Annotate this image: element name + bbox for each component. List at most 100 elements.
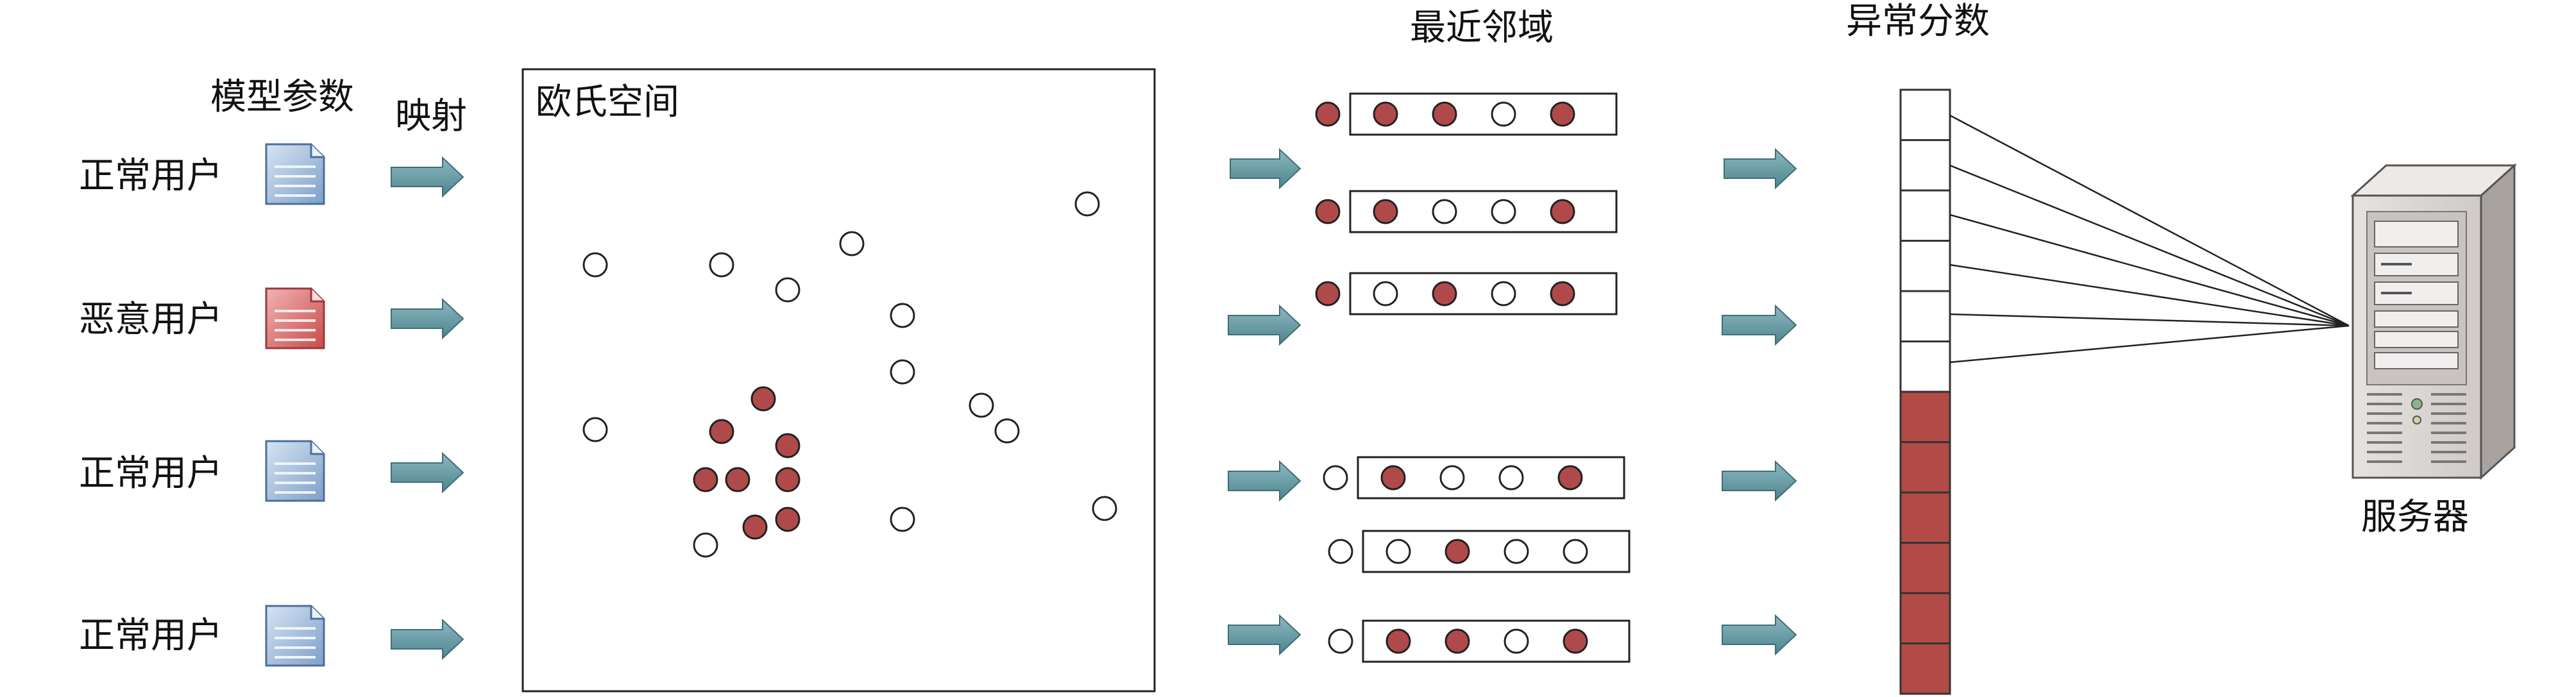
neighbor-point (1432, 281, 1457, 307)
neighbor-point (1504, 628, 1529, 654)
score-arrows (1722, 147, 1797, 656)
user-label: 正常用户 (79, 155, 223, 197)
neighbor-point (1550, 101, 1575, 127)
mapping-arrow (391, 298, 464, 340)
neighbor-point (1550, 199, 1575, 224)
neighbor-point (1563, 539, 1588, 564)
normal-point (890, 303, 915, 328)
user-label: 恶意用户 (79, 299, 223, 340)
neighbor-point (1550, 281, 1575, 307)
connection-line (1949, 313, 2350, 327)
mapping-arrow (391, 618, 464, 660)
server-icon (2350, 163, 2517, 480)
neighbor-point (1432, 199, 1457, 224)
neighbor-arrows (1228, 147, 1301, 656)
neighbor-arrow (1228, 304, 1301, 346)
neighbor-point (1498, 465, 1524, 491)
neighbor-row (1315, 190, 1618, 233)
mapping-label: 映射 (395, 96, 467, 137)
score-cell (1899, 88, 1951, 141)
query-point (1328, 539, 1353, 564)
connection-line (1949, 214, 2350, 327)
score-cell (1899, 139, 1951, 192)
malicious-point (742, 514, 768, 540)
neighbor-point (1380, 465, 1406, 491)
neighbor-point (1491, 101, 1516, 127)
neighbor-point (1385, 628, 1411, 654)
anomaly-score-label: 异常分数 (1846, 1, 1990, 42)
malicious-point (775, 467, 801, 492)
query-point (1315, 281, 1341, 307)
score-cell (1899, 642, 1951, 695)
normal-point (994, 418, 1020, 444)
score-cell (1899, 542, 1951, 594)
score-cell (1899, 189, 1951, 242)
neighbor-row (1323, 456, 1625, 500)
user-label: 正常用户 (79, 453, 223, 494)
malicious-point (775, 507, 801, 532)
neighbor-arrow (1228, 614, 1301, 656)
mapping-arrow (391, 451, 464, 494)
malicious-point (709, 419, 734, 444)
neighbor-point (1445, 539, 1470, 564)
neighbor-arrow (1230, 147, 1301, 190)
user-label: 正常用户 (79, 615, 223, 657)
malicious-point (775, 433, 801, 458)
connection-line (1949, 164, 2350, 327)
neighbor-row (1315, 92, 1618, 136)
score-cell (1899, 390, 1951, 443)
neighbor-point (1373, 199, 1398, 224)
score-cell (1899, 290, 1951, 342)
normal-point (693, 532, 718, 558)
malicious-point (725, 467, 750, 492)
neighbor-point (1504, 539, 1529, 564)
document-icon (265, 287, 325, 349)
neighbor-arrow (1228, 460, 1301, 502)
user-row: 正常用户 (79, 440, 464, 502)
score-cell (1899, 240, 1951, 292)
nearest-neighbors-label: 最近邻域 (1410, 7, 1554, 49)
embedding-points (582, 191, 1117, 558)
normal-point (839, 231, 865, 256)
normal-point (775, 277, 801, 303)
normal-point (582, 252, 608, 278)
score-arrow (1722, 614, 1797, 656)
connection-line (1949, 264, 2350, 327)
score-cell (1899, 592, 1951, 644)
user-row: 正常用户 (79, 605, 464, 667)
neighbor-point (1373, 281, 1398, 307)
malicious-point (750, 386, 776, 412)
user-row: 恶意用户 (79, 287, 464, 349)
score-to-server-lines (1949, 114, 2350, 364)
user-row: 正常用户 (79, 143, 464, 205)
neighbor-row (1328, 530, 1631, 573)
score-arrow (1724, 147, 1797, 190)
neighbor-point (1563, 628, 1588, 654)
normal-point (1092, 496, 1117, 521)
euclidean-space-box (521, 68, 1156, 693)
model-params-label: 模型参数 (210, 76, 354, 118)
neighbor-point (1557, 465, 1583, 491)
neighbor-point (1491, 281, 1516, 307)
query-point (1315, 199, 1341, 224)
document-icon (265, 143, 325, 205)
neighbor-point (1491, 199, 1516, 224)
anomaly-score-column (1899, 88, 1951, 695)
normal-point (890, 507, 915, 532)
neighbor-point (1373, 101, 1398, 127)
neighbor-point (1432, 101, 1457, 127)
score-arrow (1722, 304, 1797, 346)
nearest-neighbor-rows (1315, 92, 1631, 663)
euclidean-space-panel: 欧氏空间 (521, 68, 1156, 693)
mapping-arrow (391, 156, 464, 198)
document-icon (265, 605, 325, 667)
score-arrow (1722, 460, 1797, 502)
normal-point (709, 252, 734, 278)
query-point (1328, 628, 1353, 654)
normal-point (890, 359, 915, 385)
score-cell (1899, 441, 1951, 494)
malicious-point (693, 467, 718, 492)
euclidean-space-label: 欧氏空间 (536, 81, 679, 123)
query-point (1323, 465, 1348, 491)
